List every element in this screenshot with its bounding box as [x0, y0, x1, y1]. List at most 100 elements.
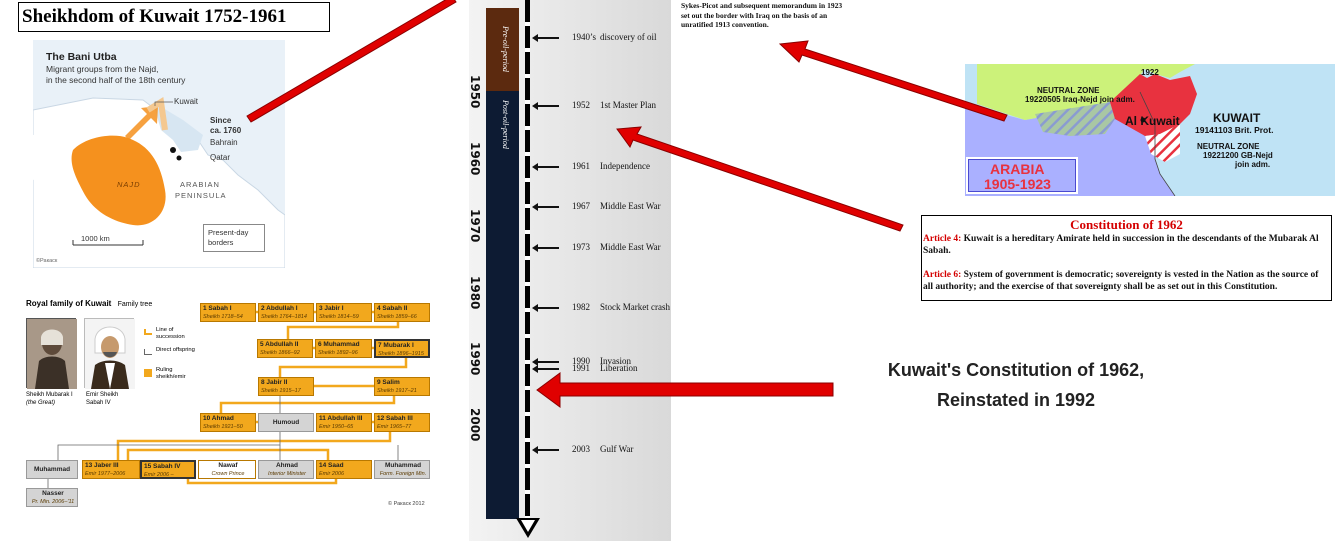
arabia-years: 1905-1923 — [984, 176, 1051, 192]
constitution-box: Constitution of 1962 Article 4: Kuwait i… — [921, 215, 1332, 301]
timeline-panel: Pre-oil-period Post-oil-period 1950 1960… — [468, 0, 671, 541]
reinstated-caption: Kuwait's Constitution of 1962, Reinstate… — [866, 355, 1166, 415]
timeline-event-year: 1990 — [572, 356, 590, 367]
legend-ruling-label: Ruling sheikh/emir — [156, 367, 186, 380]
neutral-zone-2-line2: 19221200 GB-Nejd — [1203, 151, 1273, 160]
decade-1960: 1960 — [468, 142, 482, 176]
portrait-left-line1: Sheikh Mubarak I — [26, 392, 73, 398]
map-label-peninsula: PENINSULA — [175, 191, 227, 200]
portrait-sabah-image — [85, 319, 135, 389]
pre-oil-bar — [486, 8, 519, 91]
map-since-line1: Since — [210, 116, 232, 125]
neutral-zone-2-line3: join adm. — [1235, 160, 1271, 169]
timeline-tick — [537, 368, 559, 371]
tree-box-humoud: Humoud — [258, 413, 314, 432]
map-label-bahrain: Bahrain — [210, 138, 238, 147]
kuwait-label: KUWAIT — [1213, 111, 1261, 125]
timeline-tick — [537, 37, 559, 39]
legend-offspring-swatch — [144, 349, 152, 355]
decade-2000: 2000 — [468, 408, 482, 442]
map-scale-label: 1000 km — [81, 234, 110, 243]
timeline-event: 1990 Invasion — [572, 356, 631, 366]
map-heading: The Bani Utba — [46, 51, 117, 63]
timeline-axis — [525, 0, 530, 522]
kuwait-map-1922: 1922 — [1141, 68, 1159, 77]
tree-heading-sub: Family tree — [117, 301, 153, 308]
map-subtitle-line2: in the second half of the 18th century — [46, 75, 186, 85]
constitution-title: Constitution of 1962 — [1070, 217, 1183, 232]
timeline-tick-arrowhead — [532, 34, 538, 42]
timeline-tick-arrowhead — [532, 162, 538, 171]
timeline-event-label: Liberation — [600, 363, 638, 374]
timeline-tick-arrowhead — [532, 365, 538, 374]
portrait-mubarak — [26, 318, 77, 389]
arabia-label-box: ARABIA 1905-1923 — [966, 157, 1078, 194]
timeline-event-year: 1991 — [572, 363, 590, 374]
decade-1990: 1990 — [468, 342, 482, 376]
map-borders-line1: Present-day — [208, 228, 249, 237]
timeline-tick-arrowhead — [532, 446, 538, 454]
family-tree: Royal family of Kuwait Family tree Sheik… — [18, 295, 436, 513]
timeline-event-label: Invasion — [600, 356, 631, 367]
timeline-event-label: 1st Master Plan — [600, 100, 656, 110]
constitution-article-4: Article 4: Kuwait is a hereditary Amirat… — [922, 233, 1331, 257]
timeline-tick — [537, 206, 559, 209]
timeline-tick-arrowhead — [532, 203, 538, 212]
page-title: Sheikhdom of Kuwait 1752-1961 — [18, 2, 330, 32]
timeline-event-label: discovery of oil — [600, 32, 657, 42]
article-6-text: System of government is democratic; sove… — [923, 270, 1319, 292]
timeline-event-year: 1940’s — [572, 32, 597, 42]
tree-connectors — [47, 310, 408, 488]
portrait-right-line1: Emir Sheikh — [86, 392, 119, 398]
timeline-event: 1991 Liberation — [572, 363, 638, 373]
article-4-label: Article 4: — [923, 234, 962, 244]
timeline-event-year: 2003 — [572, 444, 590, 454]
timeline-event-year: 1952 — [572, 100, 590, 110]
timeline-tick — [537, 307, 559, 310]
map-since-line2: ca. 1760 — [210, 126, 242, 135]
article-6-label: Article 6: — [923, 270, 962, 280]
timeline-tick-arrowhead — [532, 304, 538, 313]
tree-copyright: © Ракаск 2012 — [388, 501, 425, 507]
timeline-event-label: Gulf War — [600, 444, 634, 454]
timeline-event-year: 1961 — [572, 160, 590, 171]
map-label-kuwait: Kuwait — [174, 97, 199, 106]
post-oil-bar — [486, 91, 519, 519]
neutral-zone-2-line1: NEUTRAL ZONE — [1197, 142, 1260, 151]
post-oil-label: Post-oil-period — [501, 100, 510, 149]
portrait-left-caption: Sheikh Mubarak I (the Great) — [26, 391, 73, 407]
neutral-zone-1-line2: 19220505 Iraq-Nejd join adm. — [1025, 95, 1135, 104]
timeline-event-year: 1967 — [572, 201, 590, 212]
timeline-tick — [537, 449, 559, 451]
reinstated-line2: Reinstated in 1992 — [936, 390, 1096, 410]
tree-heading: Royal family of Kuwait Family tree — [26, 299, 152, 308]
timeline-tick — [537, 165, 559, 168]
tree-heading-main: Royal family of Kuwait — [26, 299, 112, 308]
article-4-text: Kuwait is a hereditary Amirate held in s… — [923, 234, 1319, 256]
map-label-najd: NAJD — [117, 180, 141, 189]
portrait-right-caption: Emir Sheikh Sabah IV — [86, 391, 118, 407]
timeline-event: 2003 Gulf War — [572, 444, 633, 454]
portrait-sabah — [84, 318, 135, 389]
portrait-mubarak-image — [27, 319, 77, 389]
map-label-qatar: Qatar — [210, 153, 231, 162]
timeline-tick — [537, 246, 559, 249]
